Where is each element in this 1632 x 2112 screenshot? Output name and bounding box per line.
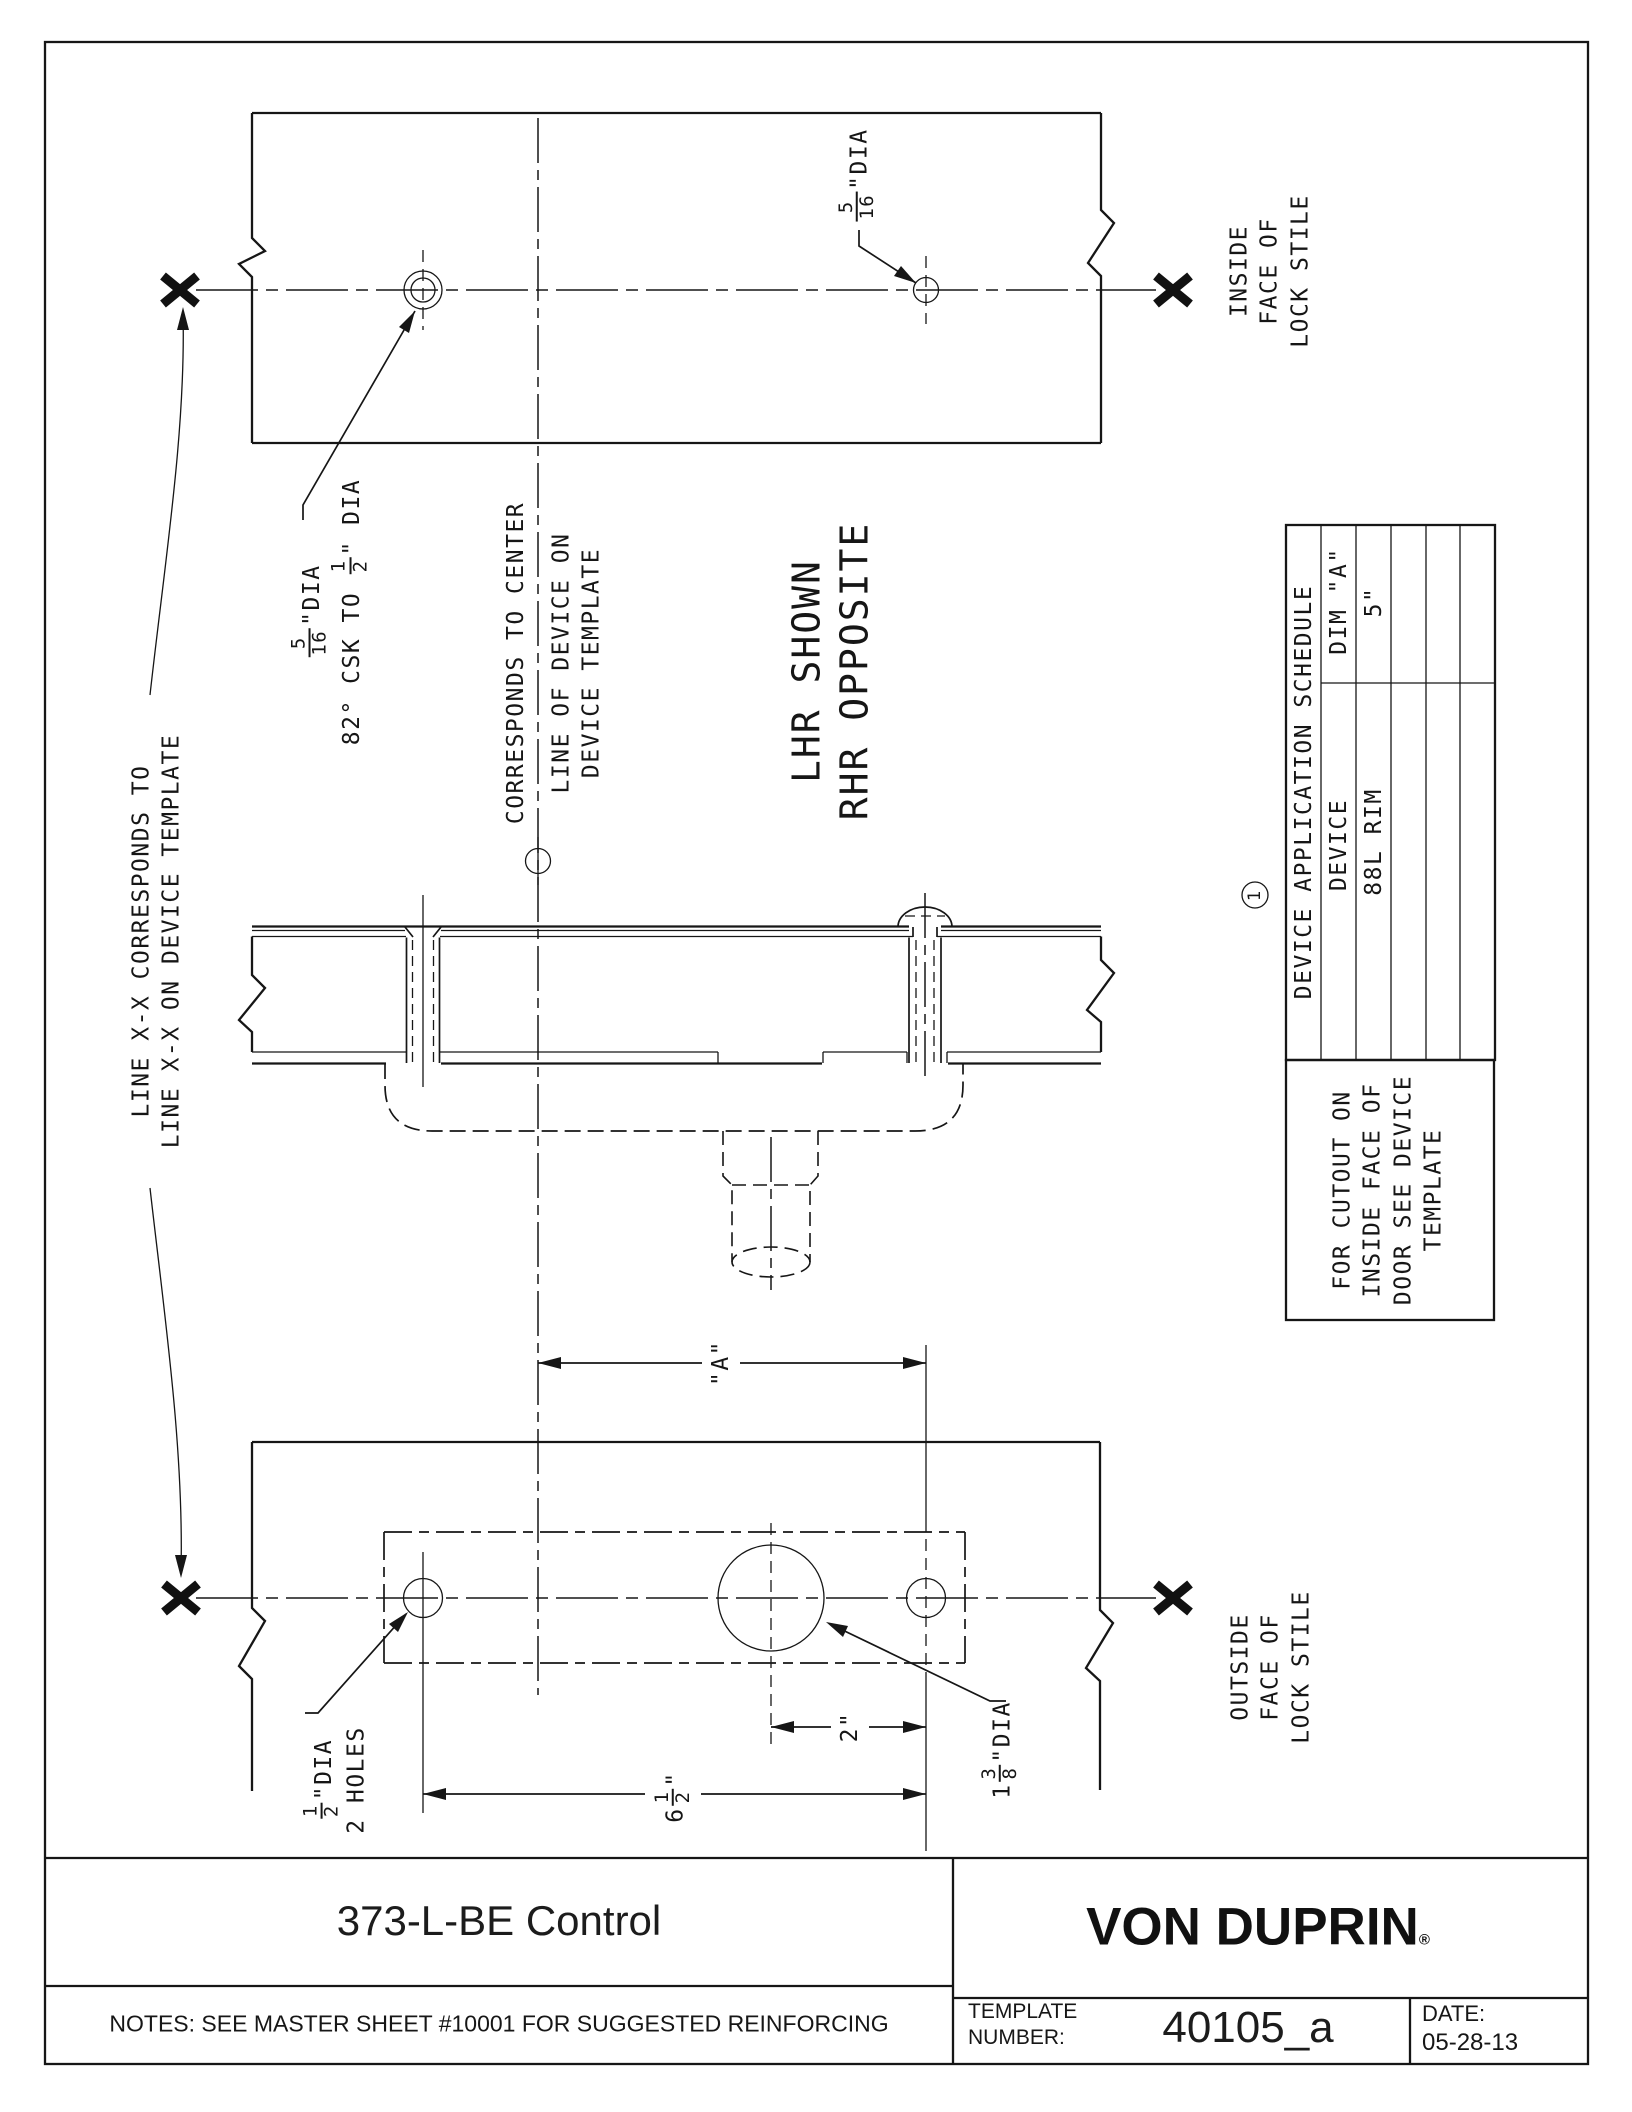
leader-516 [858, 230, 917, 284]
dim-a-text: "A" [707, 1339, 734, 1387]
flat-head-screw [404, 895, 442, 1087]
brand-logo: VON DUPRIN® [1086, 1897, 1430, 1957]
registered-mark: ® [1418, 1931, 1430, 1949]
leader-xx-top-arrowhead [177, 307, 189, 330]
schedule-row-dim: 5" [1360, 586, 1387, 618]
hole-crosshairs-top [422, 250, 927, 330]
leader-big-hole-arrowhead [826, 1622, 848, 1637]
centerline-note-part2: LINE OF DEVICE ON DEVICE TEMPLATE [548, 532, 605, 794]
template-number-label: TEMPLATE NUMBER: [968, 2000, 1078, 2049]
top-view-right-edge-break [1086, 113, 1116, 443]
top-view-inside-face [160, 111, 1193, 520]
leader-516-arrowhead [894, 266, 916, 283]
x-marker-bottom-left [161, 1580, 201, 1616]
note-marker: 1 [1244, 890, 1265, 902]
date-label: DATE: [1422, 2001, 1486, 2026]
schedule-table-lines [1241, 523, 1497, 1322]
cutout-note-box [1284, 1058, 1496, 1322]
date-value: 05-28-13 [1422, 2029, 1519, 2056]
template-number-value: 40105_a [1162, 2003, 1334, 2052]
schedule-row-device: 88L RIM [1360, 788, 1387, 896]
cutout-steps [717, 1052, 948, 1063]
dim-2 [771, 1721, 926, 1733]
line-xx-note: LINE X-X CORRESPONDS TO LINE X-X ON DEVI… [128, 733, 185, 1149]
bottom-view-outside-face [161, 1345, 1193, 1851]
leader-big-hole [829, 1623, 1006, 1702]
x-marker-top-left [160, 272, 200, 308]
sheet-border [43, 40, 1590, 2066]
dim-65 [423, 1788, 926, 1800]
x-marker-top-right [1153, 272, 1193, 308]
leader-xx-top [149, 311, 184, 696]
cutout-note: FOR CUTOUT ON INSIDE FACE OF DOOR SEE DE… [1329, 1074, 1447, 1306]
section-view [237, 893, 1116, 1290]
drawing-title: 373-L-BE Control [336, 1897, 662, 1944]
section-right-break [1085, 936, 1116, 1052]
dim-a [538, 1357, 926, 1369]
schedule-title: DEVICE APPLICATION SCHEDULE [1290, 584, 1317, 1000]
leader-csk [302, 310, 416, 520]
x-marker-bottom-right [1153, 1580, 1193, 1616]
notes-text: NOTES: SEE MASTER SHEET #10001 FOR SUGGE… [109, 2010, 889, 2037]
outside-face-label: OUTSIDE FACE OF LOCK STILE [1227, 1590, 1315, 1744]
schedule-device-header: DEVICE [1325, 798, 1352, 892]
cylinder-hidden-outline [722, 1131, 819, 1290]
section-left-break [237, 936, 267, 1052]
leader-xx-bottom [149, 1187, 182, 1574]
note-marker-circle [1241, 881, 1269, 909]
leader-half-dia-arrowhead [389, 1612, 408, 1632]
schedule-dim-header: DIM "A" [1325, 547, 1352, 655]
bottom-view-left-edge-break [237, 1442, 267, 1791]
leader-csk-arrowhead [399, 311, 415, 333]
title-block-lines [45, 1856, 1588, 2064]
line-xx-leaders [149, 307, 189, 1578]
device-case-hidden-outline [384, 1063, 964, 1132]
leader-xx-bottom-arrowhead [175, 1555, 187, 1578]
hand-note: LHR SHOWN RHR OPPOSITE [784, 521, 877, 821]
bottom-view-right-edge-break [1084, 1442, 1115, 1790]
dim-2-text: 2" [836, 1711, 863, 1743]
leader-half-dia [305, 1613, 407, 1714]
centerline-note-part1: CORRESPONDS TO CENTER [502, 501, 529, 825]
inside-face-label: INSIDE FACE OF LOCK STILE [1226, 194, 1314, 348]
pan-head-screw [897, 893, 953, 1083]
top-view-left-edge-break [237, 113, 267, 443]
centerline-symbol [524, 837, 552, 885]
